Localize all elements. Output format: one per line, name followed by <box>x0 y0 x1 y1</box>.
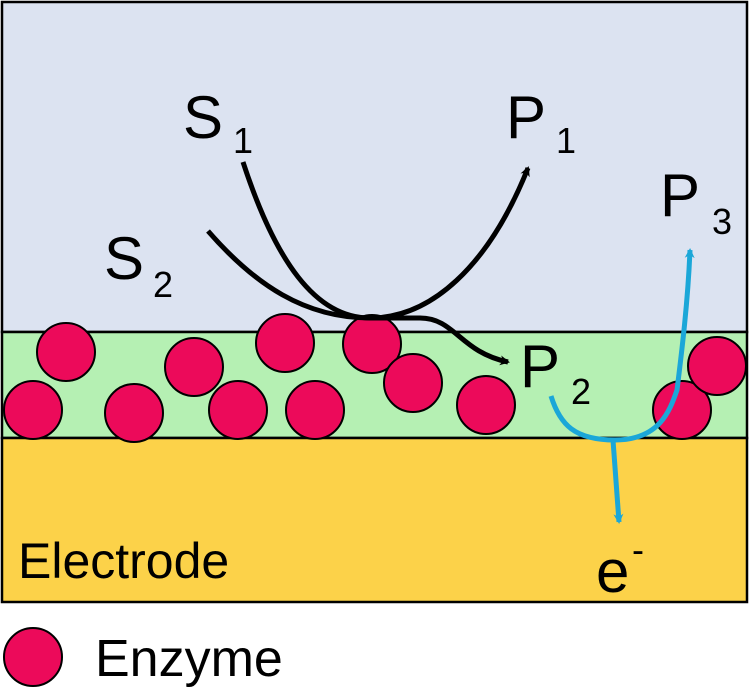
s1-label: S <box>183 84 223 151</box>
p2-to-p3-path <box>548 248 695 443</box>
s2-label: S <box>104 225 144 292</box>
p1-subscript: 1 <box>556 120 576 161</box>
p2-subscript: 2 <box>571 371 591 412</box>
enzyme-particle <box>687 336 747 396</box>
s1-subscript: 1 <box>233 120 253 161</box>
p3-label: P <box>660 162 700 229</box>
enzyme-particle <box>383 353 443 413</box>
enzyme-legend-label: Enzyme <box>95 630 283 688</box>
enzyme-particle <box>456 375 516 435</box>
enzyme-particle <box>342 314 402 374</box>
enzyme-particles <box>3 313 747 443</box>
p1-label: P <box>506 84 546 151</box>
solution-region <box>0 0 749 334</box>
s2-to-p2-path <box>206 229 510 366</box>
enzyme-particle <box>255 313 315 373</box>
enzyme-particle <box>164 337 224 397</box>
enzyme-particle <box>104 383 164 443</box>
electron-transfer-path <box>610 439 624 524</box>
enzyme-legend-icon <box>3 627 63 687</box>
enzyme-particle <box>652 380 712 440</box>
legend: Enzyme <box>3 627 283 688</box>
electrode-label: Electrode <box>18 533 229 589</box>
enzyme-particle <box>3 380 63 440</box>
electron-label: e <box>596 538 629 605</box>
p3-subscript: 3 <box>712 201 732 242</box>
enzyme-particle <box>285 380 345 440</box>
electron-superscript: - <box>632 529 644 570</box>
p2-label: P <box>520 333 560 400</box>
enzyme-particle <box>208 380 268 440</box>
s2-subscript: 2 <box>153 264 173 305</box>
enzyme-particle <box>36 322 96 382</box>
